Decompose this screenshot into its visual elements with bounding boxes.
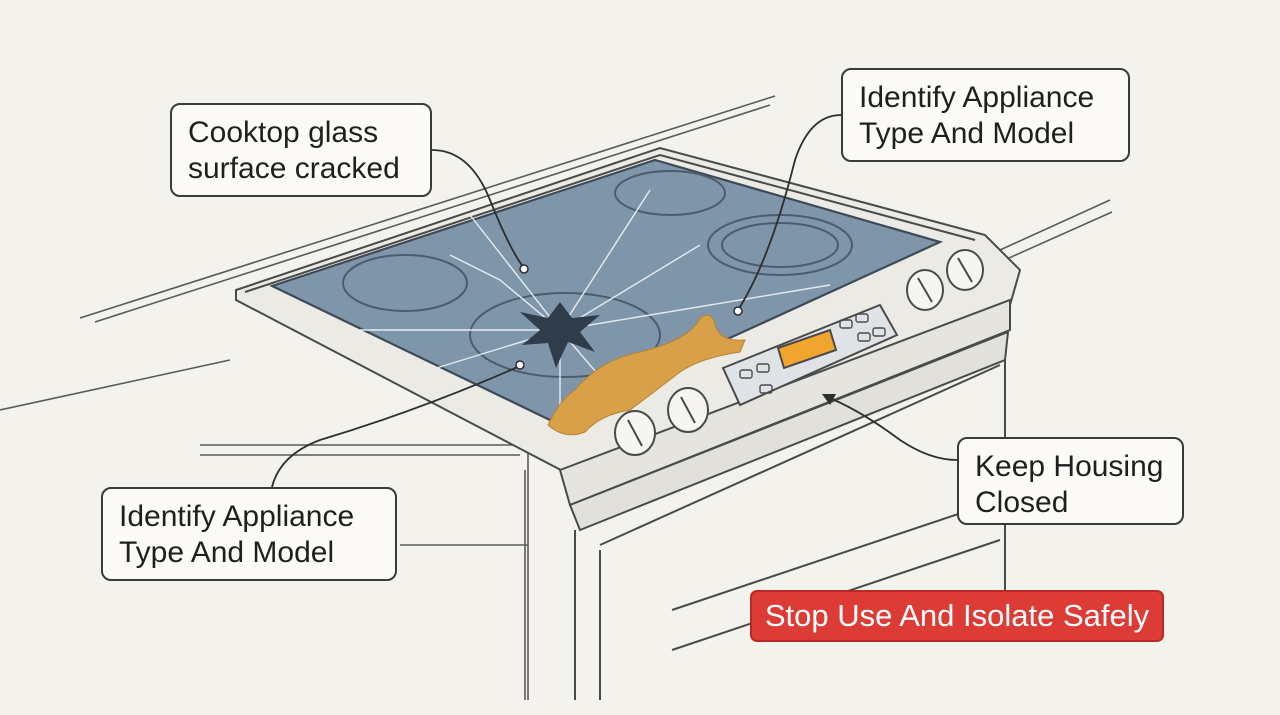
callout-line: Identify Appliance	[119, 500, 355, 533]
callout-identify-appliance-bottom: Identify Appliance Type And Model	[101, 487, 397, 581]
callout-line: Cooktop glass	[188, 116, 379, 149]
leader-dots	[515, 264, 743, 370]
knob-icon	[906, 269, 944, 311]
knob-icon	[667, 387, 709, 433]
callout-line: Identify Appliance	[859, 81, 1095, 114]
impact-point	[520, 302, 600, 368]
callout-line: Type And Model	[859, 117, 1075, 150]
control-knobs	[614, 249, 984, 456]
callout-glass-cracked: Cooktop glass surface cracked	[170, 103, 432, 197]
callout-keep-housing-closed: Keep Housing Closed	[957, 437, 1184, 525]
warning-banner: Stop Use And Isolate Safely	[750, 590, 1164, 642]
digital-display	[776, 328, 838, 370]
liquid-spill	[547, 314, 746, 436]
callout-identify-appliance-top: Identify Appliance Type And Model	[841, 68, 1130, 162]
callout-line: surface cracked	[188, 152, 400, 185]
knob-icon	[614, 410, 656, 456]
callout-line: Type And Model	[119, 536, 335, 569]
knob-icon	[946, 249, 984, 291]
leader-lines	[271, 114, 958, 488]
callout-line: Keep Housing	[975, 450, 1164, 483]
arrow-head-icon	[822, 394, 836, 405]
control-panel	[721, 303, 899, 407]
callout-line: Closed	[975, 486, 1069, 519]
